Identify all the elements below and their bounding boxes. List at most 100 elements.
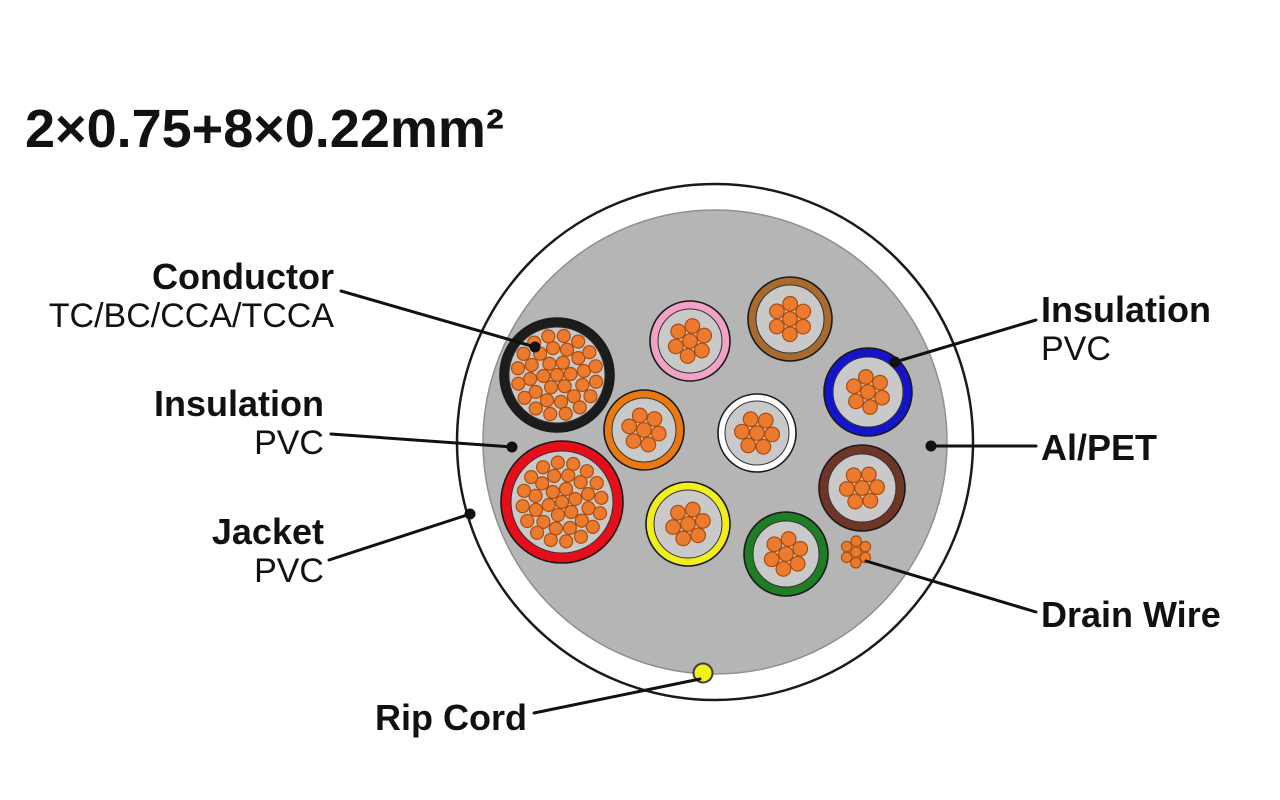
conductor-strand: [650, 425, 667, 442]
conductor-strand: [566, 456, 581, 472]
conductor-strand: [854, 480, 870, 496]
conductor-strand: [621, 418, 638, 435]
conductor-strand: [522, 371, 538, 387]
leader-line-rip-cord: [532, 677, 702, 715]
cable-size-title: 2×0.75+8×0.22mm²: [25, 99, 504, 159]
conductor-strand: [575, 377, 590, 393]
conductor-strand: [840, 540, 853, 553]
core-tan: [747, 276, 833, 362]
conductor-strand: [675, 530, 692, 547]
conductor-strand: [680, 516, 696, 532]
conductor-strand: [579, 464, 594, 479]
conductor-strand: [857, 369, 874, 385]
leader-line-jacket: [327, 512, 472, 562]
conductor-strand: [749, 425, 765, 441]
conductor-strand: [679, 348, 696, 364]
label-drain-wire-title: Drain Wire: [1041, 594, 1221, 635]
conductor-strand: [694, 513, 711, 529]
leader-dot-conductor: [529, 341, 541, 353]
conductor-strand: [631, 407, 648, 424]
conductor-strand: [555, 355, 571, 370]
conductor-strand: [564, 504, 579, 520]
conductor-strand: [582, 345, 597, 360]
conductor-strand: [684, 318, 701, 334]
conductor-strand: [690, 527, 707, 544]
label-insulation-right: Insulation PVC: [1041, 289, 1211, 368]
label-conductor-subtitle: TC/BC/CCA/TCCA: [48, 296, 334, 335]
core-pink: [649, 300, 731, 382]
label-jacket-title: Jacket: [211, 511, 324, 552]
conductor-strand: [585, 519, 600, 534]
leader-line-conductor: [339, 289, 537, 349]
conductor-strand: [872, 374, 888, 391]
conductor-strand: [563, 366, 578, 382]
conductor-strand: [782, 311, 798, 327]
conductor-strand: [733, 423, 750, 440]
conductor-strand: [740, 437, 757, 454]
label-insulation-right-title: Insulation: [1041, 289, 1211, 330]
conductor-strand: [667, 338, 684, 355]
conductor-strand: [640, 436, 657, 453]
label-conductor: Conductor TC/BC/CCA/TCCA: [0, 256, 334, 335]
core-green: [743, 511, 829, 597]
conductor-strand: [862, 492, 879, 509]
label-insulation-left-title: Insulation: [154, 383, 324, 424]
leader-line-insulation-left: [329, 432, 514, 449]
conductor-strand: [550, 507, 566, 523]
conductor-strand: [536, 514, 551, 529]
conductor-strand: [778, 546, 794, 562]
conductor-strand: [550, 455, 565, 470]
conductor-strand: [594, 490, 609, 505]
conductor-strand: [535, 476, 550, 491]
conductor-strand: [562, 520, 577, 536]
conductor-strand: [665, 519, 682, 535]
conductor-strand: [845, 467, 862, 484]
conductor-strand: [524, 470, 539, 485]
core-blue: [823, 347, 913, 437]
conductor-strand: [850, 546, 862, 558]
conductor-strand: [764, 426, 781, 443]
conductor-strand: [781, 326, 798, 343]
conductor-strand: [530, 525, 545, 540]
conductor-strand: [574, 513, 589, 528]
conductor-strand: [769, 303, 785, 320]
conductor-strand: [541, 497, 556, 513]
conductor-strand: [742, 411, 759, 428]
conductor-strand: [535, 460, 551, 475]
conductor-strand: [558, 406, 573, 421]
conductor-strand: [524, 357, 539, 373]
conductor-strand: [850, 535, 862, 548]
conductor-strand: [592, 506, 608, 521]
label-conductor-title: Conductor: [152, 256, 334, 297]
conductor-strand: [576, 363, 592, 379]
conductor-strand: [543, 380, 559, 395]
core-white: [717, 393, 797, 473]
conductor-strand: [646, 411, 663, 427]
conductor-strand: [536, 368, 551, 384]
conductor-strand: [846, 378, 862, 395]
conductor-strand: [682, 333, 698, 349]
conductor-strand: [763, 551, 780, 568]
label-insulation-left-subtitle: PVC: [254, 423, 324, 462]
conductor-strand: [559, 342, 575, 357]
conductor-strand: [528, 384, 543, 400]
conductor-strand: [795, 303, 812, 320]
conductor-strand: [589, 475, 604, 491]
conductor-strand: [573, 475, 588, 490]
conductor-strand: [528, 502, 544, 517]
conductor-strand: [549, 367, 565, 383]
conductor-strand: [789, 555, 806, 572]
conductor-strand: [566, 389, 582, 404]
conductor-strand: [583, 389, 598, 404]
conductor-strand: [572, 400, 587, 415]
conductor-strand: [636, 422, 652, 438]
conductor-strand: [757, 412, 774, 429]
conductor-strand: [510, 361, 526, 376]
core-black-075: [499, 317, 615, 433]
conductor-strand: [568, 491, 583, 507]
core-orange: [603, 389, 685, 471]
core-yellow: [645, 481, 731, 567]
conductor-strand: [848, 393, 864, 410]
